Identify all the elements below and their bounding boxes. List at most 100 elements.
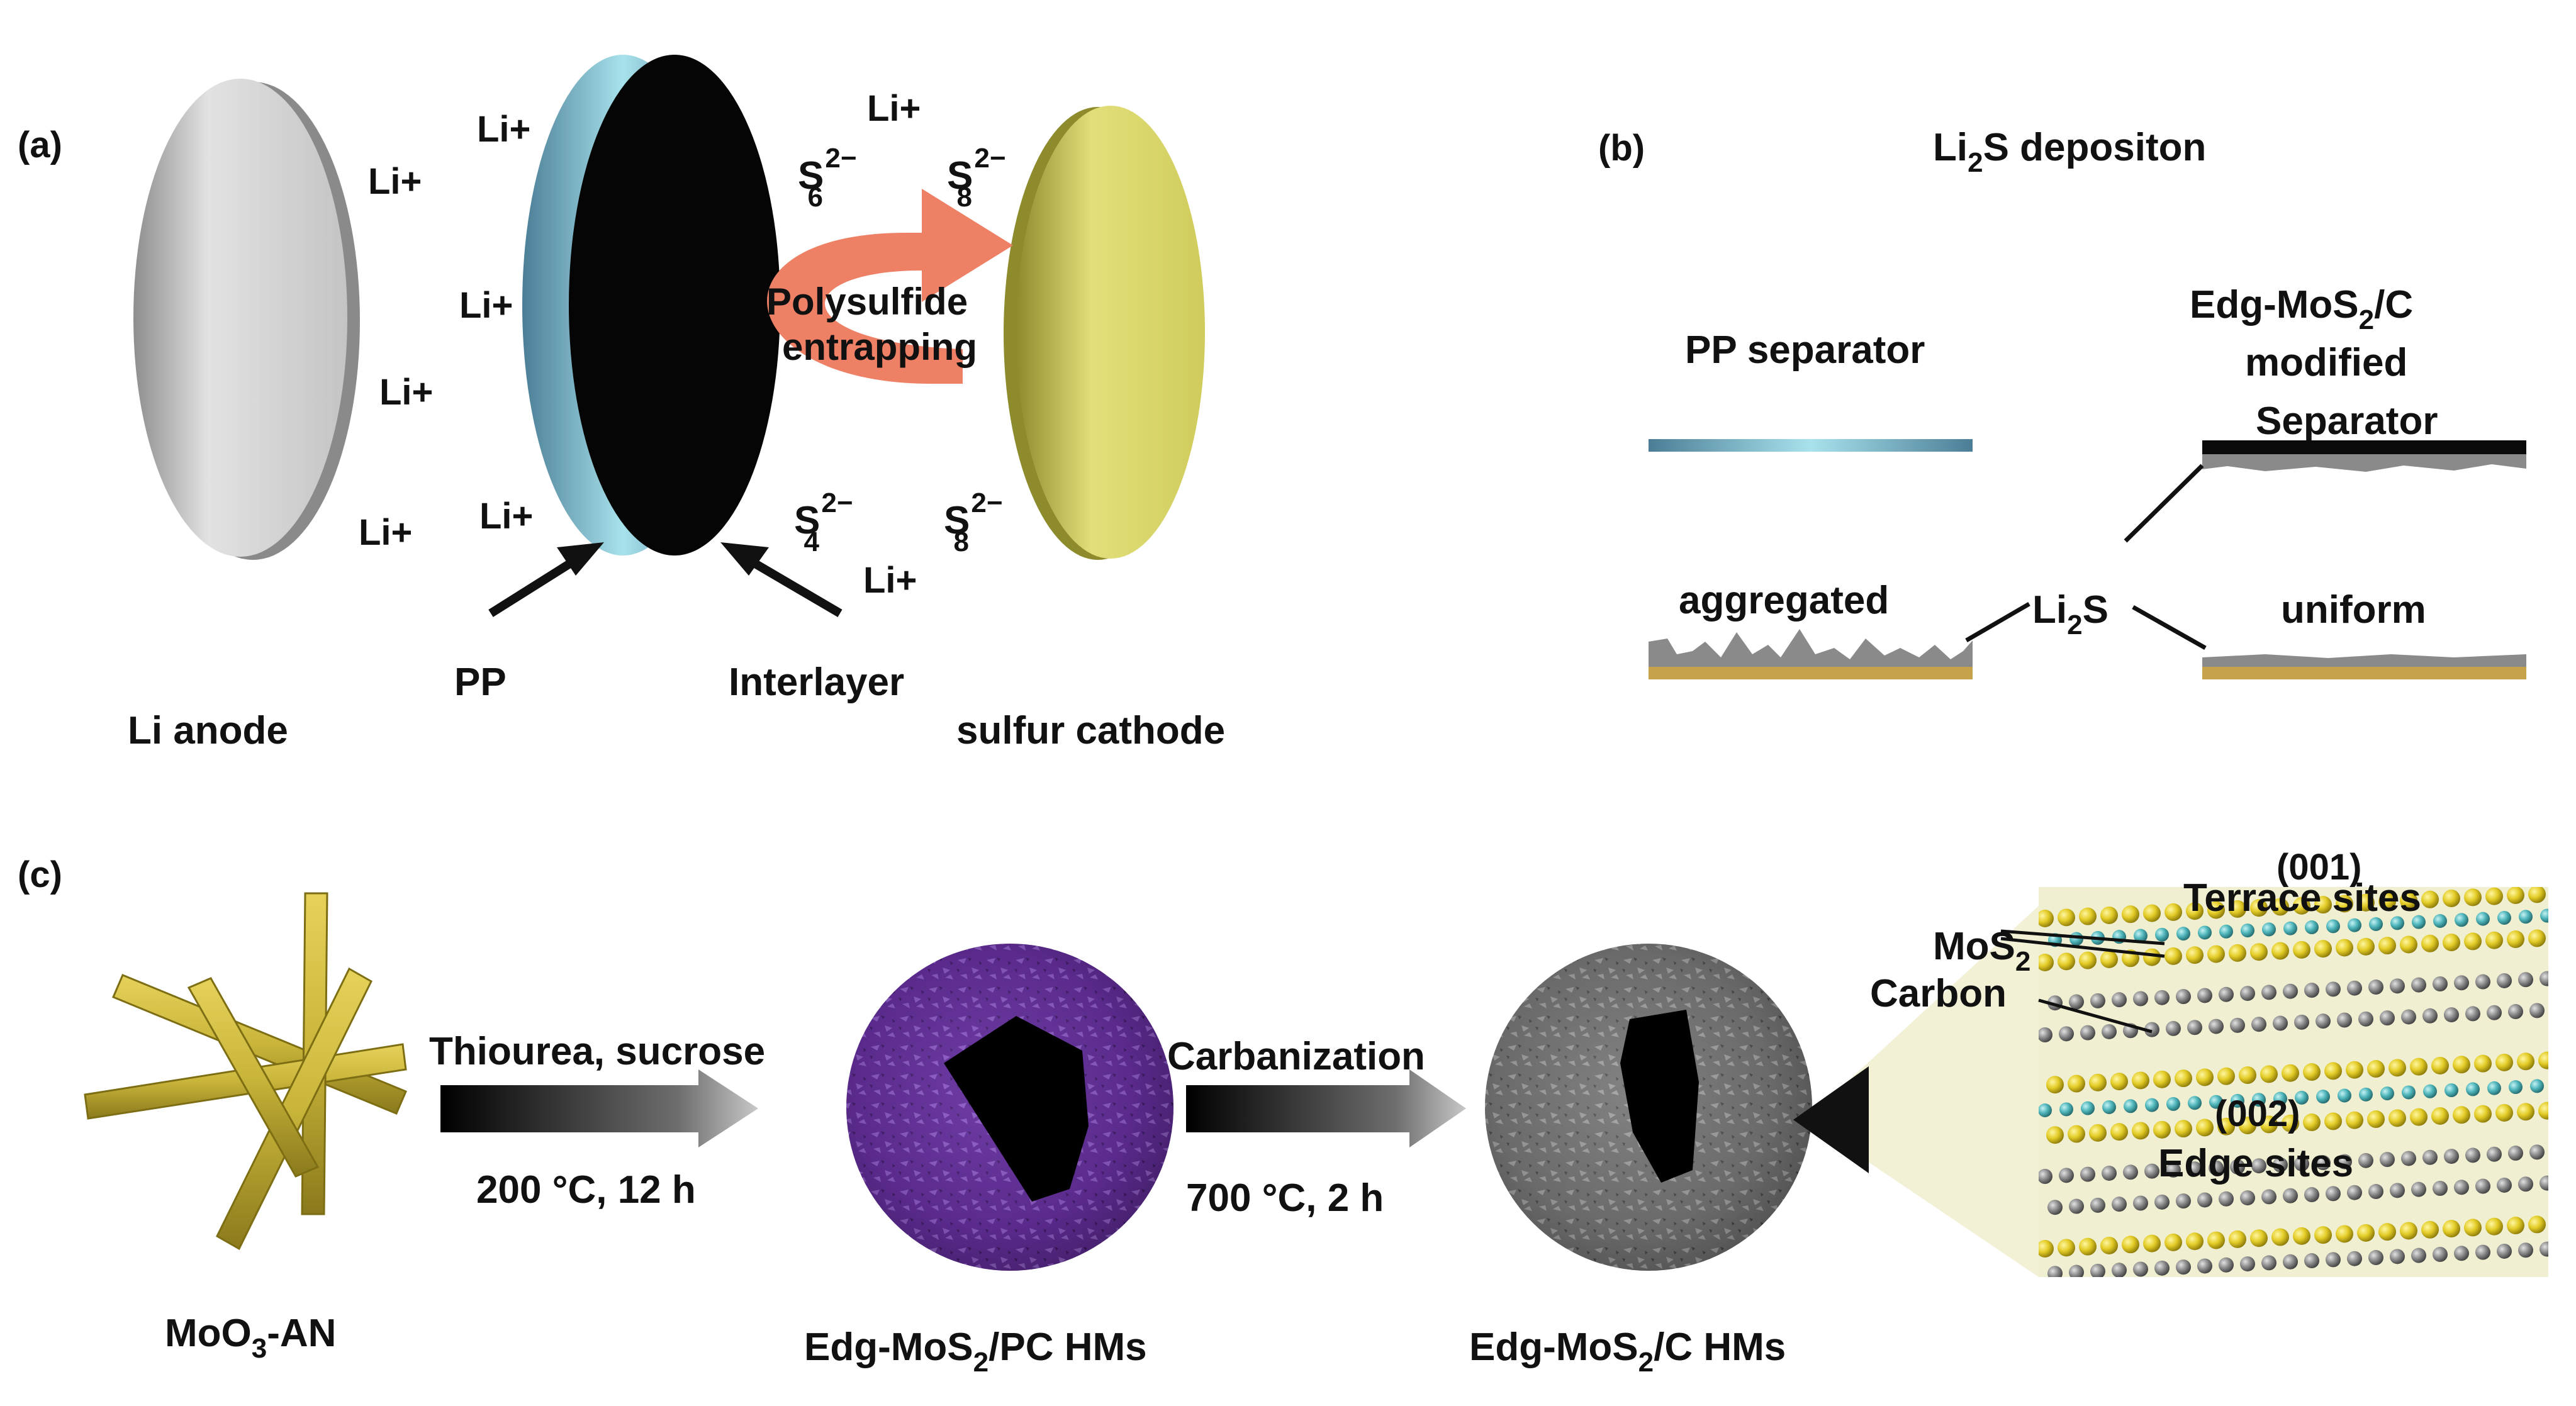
carbon-atom [2304, 1187, 2319, 1203]
edg-mos2-c-hms-label: Edg-MoS2/C HMs [1469, 1325, 1786, 1378]
sulfur-atom [2282, 1064, 2299, 1082]
carbon-atom [2230, 1017, 2245, 1033]
carbon-atom [2465, 1147, 2480, 1163]
sulfur-atom [2068, 1125, 2085, 1143]
moo3-nanorods [84, 892, 407, 1251]
li-ion-label: Li+ [379, 372, 433, 413]
carbon-atom [2069, 1198, 2084, 1214]
sulfur-atom [2507, 930, 2524, 949]
carbon-atom [2197, 988, 2212, 1003]
edge-sites-label: Edge sites [2158, 1142, 2353, 1185]
carbon-atom [2240, 986, 2255, 1001]
sulfur-atom [2175, 1069, 2192, 1088]
sulfur-atom [2324, 1062, 2342, 1080]
sulfur-atom [2122, 1236, 2139, 1254]
interlayer-pointer-arrow [720, 542, 843, 618]
carbon-atom [2090, 1197, 2105, 1213]
molybdenum-atom [2145, 1098, 2159, 1112]
zoom-callout-cone [1793, 906, 2039, 1277]
molybdenum-atom [2390, 916, 2404, 930]
molybdenum-atom [2338, 1088, 2351, 1103]
carbon-atom [2326, 981, 2341, 997]
carbon-atom [2337, 1154, 2352, 1169]
sulfur-atom [2089, 1073, 2107, 1091]
sulfur-atom [2282, 1114, 2299, 1132]
step2-conditions-label: 700 °C, 2 h [1186, 1176, 1384, 1220]
carbon-atom [2240, 1256, 2255, 1272]
molybdenum-atom [2509, 1080, 2523, 1095]
carbon-atom [2133, 1261, 2148, 1277]
sulfur-atom [2464, 1219, 2482, 1237]
molybdenum-atom [2059, 1102, 2073, 1117]
li-ion-label: Li+ [359, 512, 412, 553]
carbon-layer-label: Carbon [1870, 972, 2007, 1015]
sulfur-atom [2217, 1117, 2235, 1135]
molybdenum-atom [2273, 1091, 2287, 1106]
polysulfide-entrapping-label: entrapping [782, 326, 977, 368]
carbon-atom [2487, 1005, 2502, 1020]
sulfur-atom [2196, 1119, 2214, 1137]
carbon-atom [2294, 1014, 2309, 1030]
sulfur-atom [2132, 1122, 2149, 1140]
carbon-atom [2112, 992, 2127, 1008]
pp-pointer-arrow [488, 542, 604, 617]
molybdenum-atom [2455, 913, 2468, 927]
sulfur-atom [2336, 939, 2353, 957]
carbon-atom [2283, 1188, 2298, 1203]
step2-process-label: Carbanization [1167, 1035, 1425, 1078]
uniform-label: uniform [2281, 588, 2426, 632]
carbon-atom [2475, 1244, 2490, 1260]
sulfur-atom [2271, 1228, 2289, 1246]
sulfur-atom [2207, 901, 2225, 919]
sulfur-atom [2100, 950, 2118, 968]
sulfur-atom [2046, 1076, 2064, 1094]
li2s-pointer-lines [1965, 464, 2207, 650]
sulfur-atom [2132, 1071, 2149, 1090]
sulfur-atom [2143, 948, 2161, 966]
sulfur-atom [2464, 888, 2482, 907]
molybdenum-atom [2155, 927, 2169, 942]
carbon-atom [2154, 990, 2170, 1005]
sulfur-atom [2164, 1233, 2182, 1251]
sulfur-atom [2453, 1106, 2470, 1124]
sulfur-atom [2186, 946, 2204, 964]
molybdenum-atom [2241, 923, 2254, 938]
sulfur-atom [2400, 1222, 2417, 1240]
carbon-atom [2540, 1241, 2548, 1257]
sulfur-atom [2303, 1063, 2321, 1081]
carbon-atom [2411, 1247, 2426, 1263]
sulfur-atom [2346, 1111, 2363, 1129]
carbon-atom [2230, 1159, 2245, 1174]
carbon-atom [2326, 1186, 2341, 1202]
carbon-atom [2176, 1193, 2191, 1209]
sulfur-atom [2357, 937, 2375, 956]
carbon-atom [2390, 1249, 2405, 1264]
modified-separator-bar [2202, 440, 2526, 472]
carbon-atom [2176, 989, 2191, 1005]
sulfur-atom [2378, 1223, 2396, 1241]
edg-mos2-c-label: Separator [2256, 399, 2438, 443]
sulfur-atom [2153, 1120, 2171, 1139]
sulfur-atom [2186, 1232, 2204, 1251]
sulfur-atom [2400, 935, 2417, 954]
molybdenum-atom [2069, 932, 2083, 946]
sulfur-atom [2239, 1066, 2256, 1085]
sulfur-atom [2528, 929, 2546, 947]
sulfur-atom [2314, 940, 2332, 958]
molybdenum-atom [2476, 912, 2490, 926]
carbon-atom [2261, 985, 2276, 1000]
molybdenum-atom [2466, 1082, 2480, 1096]
carbon-atom [2080, 1025, 2095, 1041]
carbon-atom [2144, 1022, 2159, 1037]
molybdenum-atom [2402, 1085, 2416, 1100]
carbon-atom [2069, 994, 2084, 1010]
sulfur-atom [2175, 1120, 2192, 1138]
sulfur-atom [2410, 1057, 2428, 1076]
carbon-atom [2133, 991, 2148, 1007]
sulfur-atom [2153, 1070, 2171, 1088]
carbon-atom [2454, 975, 2469, 991]
sulfur-atom [2100, 906, 2118, 924]
sulfur-atom [2143, 1234, 2161, 1253]
sulfur-atom [2303, 1113, 2321, 1132]
